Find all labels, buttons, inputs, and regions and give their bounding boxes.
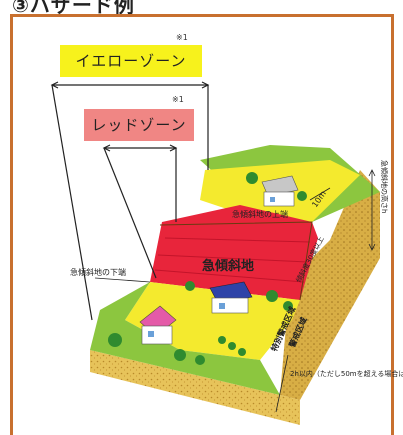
top-edge-label: 急傾斜地の上端 xyxy=(232,209,288,219)
yellow-zone-note-mark: ※1 xyxy=(176,33,188,42)
distance-indicator xyxy=(275,354,289,413)
bottom-edge-leader xyxy=(94,277,151,283)
lower-ground xyxy=(90,282,280,395)
yellow-zone-label: イエローゾーン xyxy=(60,45,202,77)
red-zone-note-mark: ※1 xyxy=(172,95,184,104)
ten-meter-indicator xyxy=(309,187,331,201)
distance-label: 2h以内（ただし50mを超える場合は50m） xyxy=(290,369,403,378)
height-indicator xyxy=(368,169,376,251)
steep-slope-area xyxy=(150,205,318,300)
slope-height-label: 急傾斜地の高さh xyxy=(380,160,389,213)
trees xyxy=(108,172,307,365)
slope-texture xyxy=(154,237,311,283)
house-lower xyxy=(139,305,177,345)
ground-front-face xyxy=(90,350,300,425)
page-heading: ③ハザード例 xyxy=(12,0,135,17)
steep-slope-label: 急傾斜地 xyxy=(202,258,254,274)
bottom-edge-label: 急傾斜地の下端 xyxy=(70,267,126,277)
red-zone-guide xyxy=(102,144,178,279)
red-zone-label: レッドゾーン xyxy=(84,109,194,141)
ground-right-face xyxy=(280,170,380,400)
house-middle xyxy=(209,281,253,314)
house-upper xyxy=(261,175,299,207)
slope-boundary xyxy=(159,221,313,301)
yellow-zone-guide xyxy=(50,81,210,321)
